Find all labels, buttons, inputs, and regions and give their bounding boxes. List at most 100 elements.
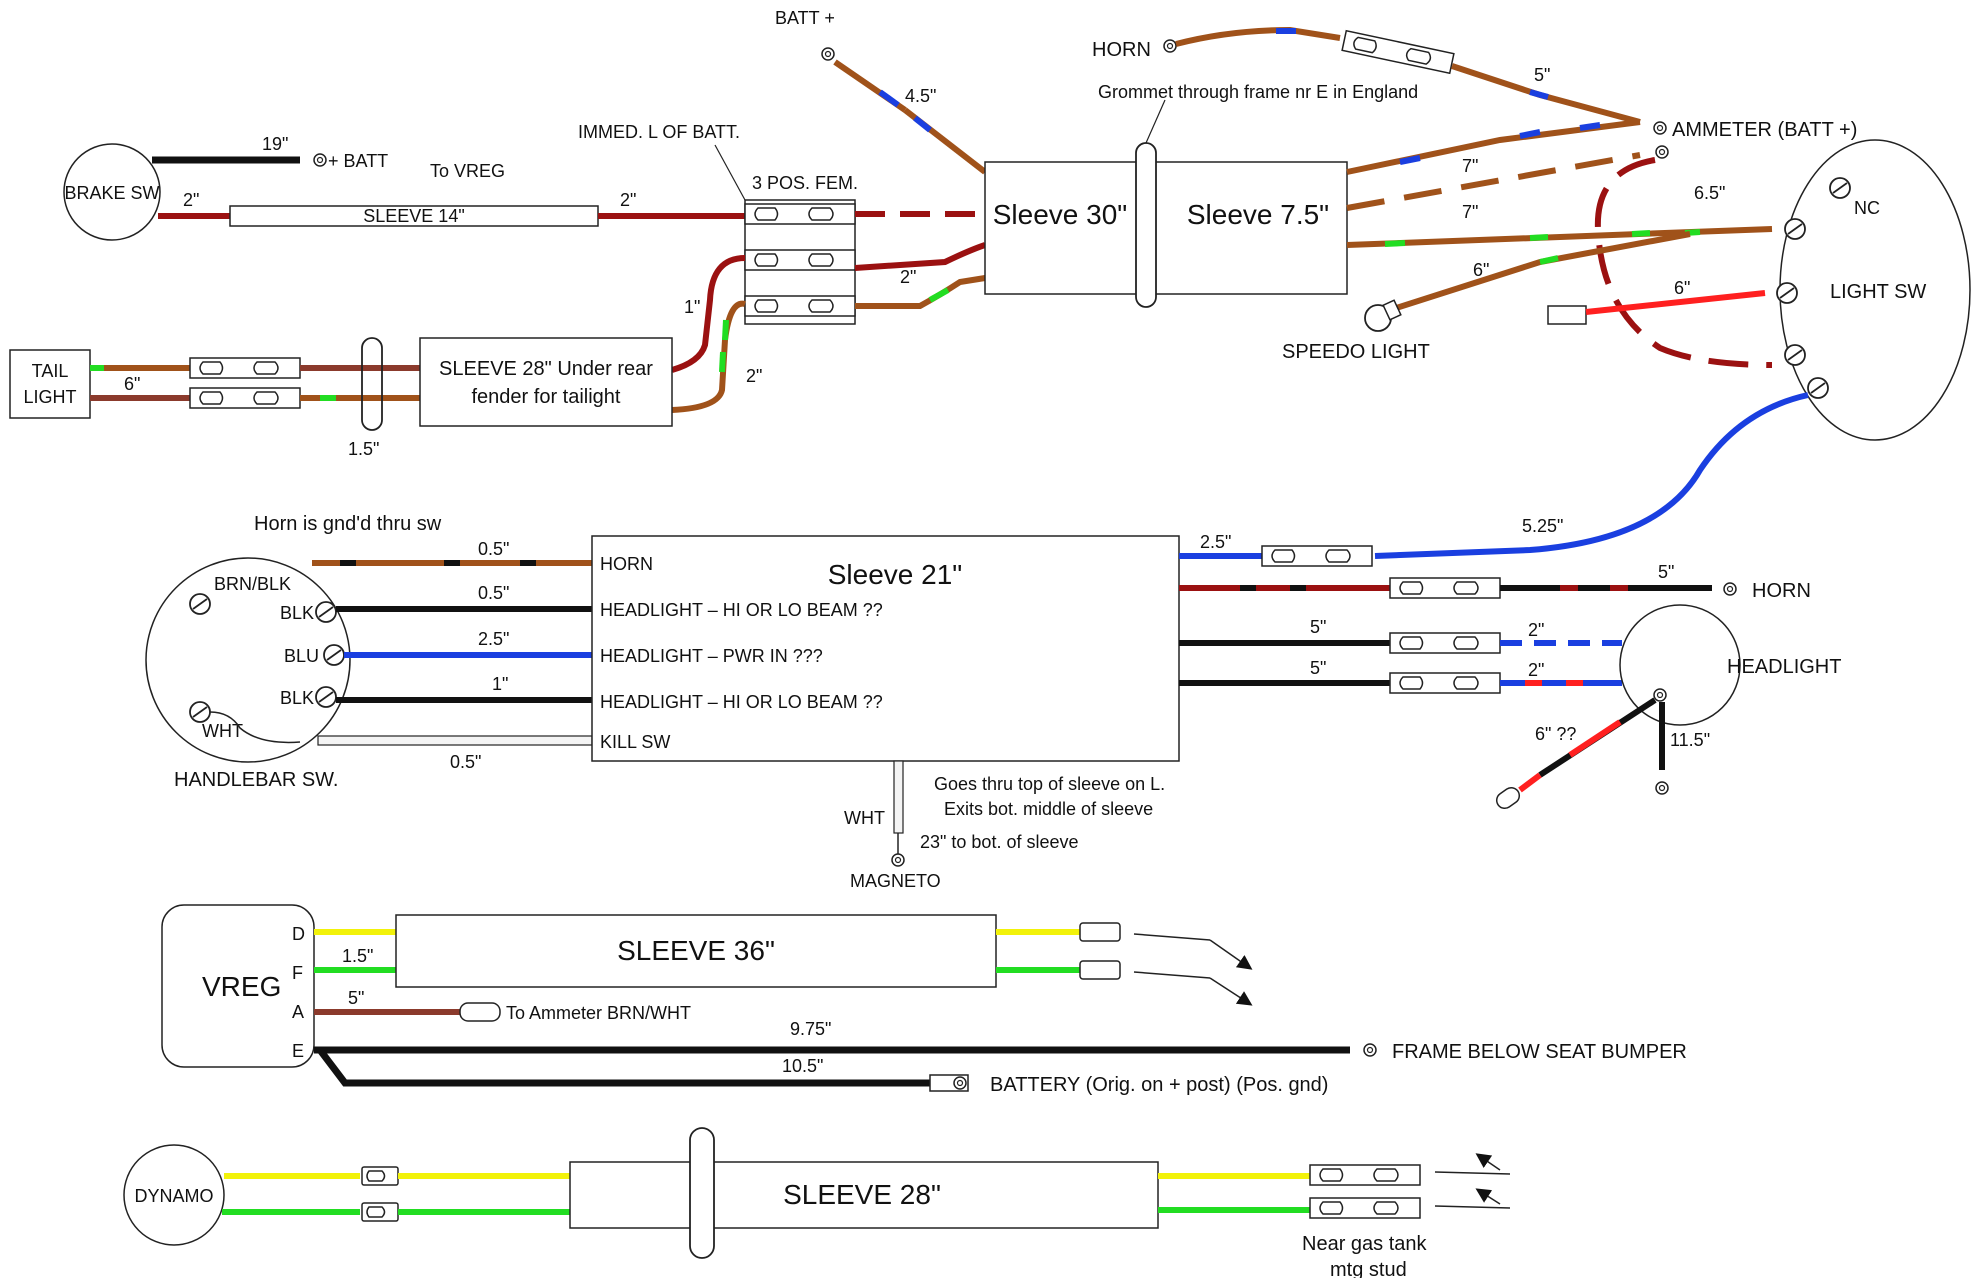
sleeve-28-line1: SLEEVE 28" Under rear [439,358,653,380]
blk2-label: BLK [280,688,314,708]
near-gas-2: mtg stud [1330,1259,1407,1278]
len-0-5a: 0.5" [478,539,509,559]
len-2c: 2" [900,267,916,287]
len-5d: 5" [1310,658,1326,678]
blu-label: BLU [284,646,319,666]
tail-light [9,349,91,419]
len-6c: 6" [1674,278,1690,298]
grommet-frame [1135,142,1157,308]
headlight-terminal [1653,688,1667,702]
wire-kill-white [317,735,593,746]
speedo-light-label: SPEEDO LIGHT [1282,341,1430,363]
grommet-tail [361,337,383,431]
arrow-1 [1209,939,1253,970]
hb-screw-blu [323,644,345,666]
wire-hl-red-s [1568,719,1622,758]
pointer-grommet [1145,99,1166,144]
len-0-5b: 0.5" [478,583,509,603]
pin-pwr: HEADLIGHT – PWR IN ??? [600,646,823,666]
dyn-out-conn-2 [1309,1197,1421,1219]
to-vreg-label: To VREG [430,161,505,181]
light-sw-screw-4 [1807,377,1829,399]
dyn-bullet-2 [361,1202,399,1222]
ammeter-terminal [1653,121,1667,135]
tail-light-2: LIGHT [23,387,76,407]
len-5a: 5" [1534,65,1550,85]
s36-plug-2 [1079,960,1121,980]
magneto-terminal [891,853,905,867]
wire-batt-plus-stripe1 [878,89,900,108]
vreg-box [161,904,315,1068]
dyn-bullet-1 [361,1166,399,1186]
s21-blue-conn [1261,545,1373,567]
dyn-arrow-line-2 [1434,1205,1511,1209]
wire-lsw-stripe2 [1529,234,1549,241]
wire-dashed-to-ring [1346,152,1641,211]
wire-stripe-b2 [719,351,726,373]
horn-top-label: HORN [1092,39,1151,61]
wire-sleeve-lightsw [1346,226,1773,248]
wire-lsw-stripe3 [1631,230,1651,237]
battery-label: BATTERY (Orig. on + post) (Pos. gnd) [990,1074,1328,1096]
wire-pos3-stripe [928,287,950,303]
len-7a: 7" [1462,156,1478,176]
dyn-out-conn-1 [1309,1164,1421,1186]
len-5-25: 5.25" [1522,516,1563,536]
pin-hi-lo-2: HEADLIGHT – HI OR LO BEAM ?? [600,692,883,712]
wire-lsw-stripe1 [1384,240,1406,247]
len-19: 19" [262,134,288,154]
handlebar-sw-label: HANDLEBAR SW. [174,769,338,791]
horn-right-terminal [1723,582,1737,596]
blk1-label: BLK [280,603,314,623]
s21-hl2-conn [1389,672,1501,694]
wht-label: WHT [202,721,243,741]
magneto-label: MAGNETO [850,871,941,891]
red-wire-conn [1547,305,1587,325]
len-2-5b: 2.5" [1200,532,1231,552]
dyn-arrow-2 [1475,1188,1501,1205]
dynamo-sleeve-28-label: SLEEVE 28" [783,1179,941,1210]
len-1: 1" [684,297,700,317]
wht-wire-curve [209,711,301,744]
s36-plug-1 [1079,922,1121,942]
frame-below-label: FRAME BELOW SEAT BUMPER [1392,1041,1687,1063]
vreg-a-plug [459,1002,501,1022]
goes-thru-1: Goes thru top of sleeve on L. [934,774,1165,794]
light-sw-screw-nc [1829,177,1851,199]
len-5b: 5" [1658,562,1674,582]
middle-section: Horn is gnd'd thru sw BRN/BLK BLK BLU BL… [145,513,1841,891]
tail-conn-2 [189,387,301,409]
batt-plus-label: BATT + [775,8,835,28]
grommet-dynamo [689,1127,715,1259]
tail-conn-1 [189,357,301,379]
len-2d: 2" [746,366,762,386]
wire-speedo [1389,231,1691,313]
sleeve-7-5-label: Sleeve 7.5" [1187,199,1329,230]
light-sw-screw-2 [1776,282,1798,304]
pin-d: D [292,924,305,944]
conn-pos-2 [744,249,856,271]
near-gas-1: Near gas tank [1302,1233,1428,1255]
pin-horn: HORN [600,554,653,574]
sleeve-36 [395,914,997,988]
len-11-5: 11.5" [1670,730,1710,750]
ring-upper [1655,145,1669,159]
headlight-label: HEADLIGHT [1727,656,1841,678]
s21-hl1-conn [1389,632,1501,654]
light-sw-screw-1 [1784,218,1806,240]
sleeve-36-label: SLEEVE 36" [617,935,775,966]
arrow-line-2 [1133,971,1211,979]
brake-switch [63,143,161,241]
brn-blk-label: BRN/BLK [214,574,291,594]
grommet-label: Grommet through frame nr E in England [1098,82,1418,102]
light-sw-screw-3 [1784,344,1806,366]
s21-horn-conn [1389,577,1501,599]
hb-screw-brnblk [189,593,211,615]
len-23: 23" to bot. of sleeve [920,832,1079,852]
hl-red-plug [1495,786,1521,810]
nc-label: NC [1854,198,1880,218]
len-5c: 5" [1310,617,1326,637]
len-2e: 2" [1528,620,1544,640]
len-1-5: 1.5" [348,439,379,459]
wht-mag-label: WHT [844,808,885,828]
